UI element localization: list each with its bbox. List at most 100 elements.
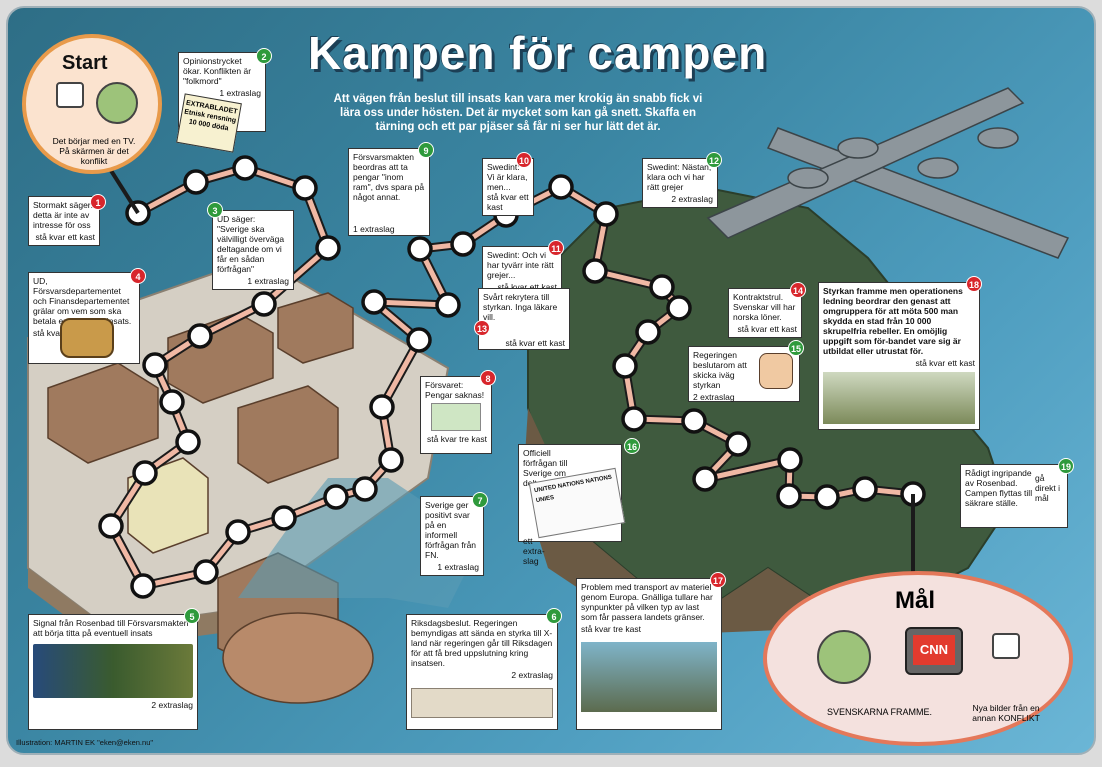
step-text: Swedint: Och vi har tyvärr inte rätt gre… <box>487 250 554 280</box>
step-sub: 2 extraslag <box>151 700 193 710</box>
step-badge-7: 7 <box>472 492 488 508</box>
step-card-6: Riksdagsbeslut. Regeringen bemyndigas at… <box>406 614 558 730</box>
step-sub: ett extra-slag <box>523 536 545 566</box>
route-node <box>548 174 574 200</box>
step-badge-15: 15 <box>788 340 804 356</box>
route-node <box>132 460 158 486</box>
route-node <box>649 274 675 300</box>
route-node <box>175 429 201 455</box>
step-card-18: Styrkan framme men operationens ledning … <box>818 282 980 430</box>
route-node <box>776 483 802 509</box>
route-node <box>225 519 251 545</box>
route-node <box>361 289 387 315</box>
route-node <box>183 169 209 195</box>
route-node <box>852 476 878 502</box>
step-text: Rådigt ingripande av Rosenbad. Campen fl… <box>965 468 1033 508</box>
goal-caption-right: Nya bilder från en annan KONFLIKT <box>972 703 1040 723</box>
step-text: Kontraktstrul. Svenskar vill har norska … <box>733 292 796 322</box>
step-badge-3: 3 <box>207 202 223 218</box>
illustration-credit: Illustration: MARTIN EK "eken@eken.nu" <box>16 738 154 747</box>
step-sub: 1 extraslag <box>437 562 479 572</box>
route-node <box>450 231 476 257</box>
step-badge-17: 17 <box>710 572 726 588</box>
route-node <box>193 559 219 585</box>
small-tv-icon <box>992 633 1020 659</box>
route-nodes <box>98 155 926 599</box>
viewer-icon <box>817 630 871 684</box>
viewer-icon <box>96 82 138 124</box>
route-node <box>98 513 124 539</box>
step-badge-6: 6 <box>546 608 562 624</box>
step-sub: 2 extraslag <box>693 392 735 402</box>
step-sub: 1 extraslag <box>353 224 395 234</box>
route-node <box>593 201 619 227</box>
route-node <box>352 476 378 502</box>
route-node <box>612 353 638 379</box>
route-node <box>251 291 277 317</box>
route-node <box>369 394 395 420</box>
thumbs-up-icon <box>759 353 793 389</box>
wallet-image <box>60 318 114 358</box>
step-sub: 1 extraslag <box>247 276 289 286</box>
step-badge-13: 13 <box>474 320 490 336</box>
step-badge-8: 8 <box>480 370 496 386</box>
step-sub: gå direkt i mål <box>1035 473 1061 503</box>
step-card-3: UD säger: "Sverige ska välvilligt övervä… <box>212 210 294 290</box>
route-node <box>635 319 661 345</box>
step-badge-11: 11 <box>548 240 564 256</box>
step-card-13: Svårt rekrytera till styrkan. Inga läkar… <box>478 288 570 350</box>
route-node <box>681 408 707 434</box>
route-node <box>777 447 803 473</box>
step-card-9: Försvarsmakten beordras att ta pengar "i… <box>348 148 430 236</box>
step-card-12: Swedint: Nästan, klara och vi har rätt g… <box>642 158 718 208</box>
step-sub: stå kvar tre kast <box>581 624 641 634</box>
water <box>238 478 468 608</box>
route-node <box>814 484 840 510</box>
step-sub: 1 extraslag <box>219 88 261 98</box>
route-node <box>692 466 718 492</box>
route-node <box>187 323 213 349</box>
route-node <box>582 258 608 284</box>
cnn-tv-icon: CNN <box>905 627 963 675</box>
riksdag-building <box>222 612 374 704</box>
step-sub: stå kvar ett kast <box>487 192 529 212</box>
step-card-17: Problem med transport av materiel genom … <box>576 578 722 730</box>
route-node <box>292 175 318 201</box>
route-node <box>406 327 432 353</box>
step-badge-4: 4 <box>130 268 146 284</box>
step-badge-16: 16 <box>624 438 640 454</box>
route-node <box>271 505 297 531</box>
start-circle: Start Det börjar med en TV. På skärmen ä… <box>22 34 162 174</box>
step-text: Opinionstrycket ökar. Konflikten är "fol… <box>183 56 252 86</box>
start-label: Start <box>62 52 108 74</box>
military-camp-image <box>823 372 975 424</box>
step-badge-5: 5 <box>184 608 200 624</box>
goal-circle: Mål CNN SVENSKARNA FRAMME. Nya bilder fr… <box>763 571 1073 746</box>
step-text: Problem med transport av materiel genom … <box>581 582 713 622</box>
step-sub: 2 extraslag <box>671 194 713 204</box>
route-node <box>621 406 647 432</box>
step-text: Riksdagsbeslut. Regeringen bemyndigas at… <box>411 618 553 668</box>
step-text: Svårt rekrytera till styrkan. Inga läkar… <box>483 292 558 322</box>
step-text: UD säger: "Sverige ska välvilligt övervä… <box>217 214 285 274</box>
step-card-11: Swedint: Och vi har tyvärr inte rätt gre… <box>482 246 562 296</box>
route-node <box>407 236 433 262</box>
step-card-7: Sverige ger positivt svar på en informel… <box>420 496 484 576</box>
step-card-1: Stormakt säger: detta är inte av intress… <box>28 196 100 246</box>
route-node <box>435 292 461 318</box>
step-card-5: Signal från Rosenbad till Försvarsmakten… <box>28 614 198 730</box>
step-card-16: Officiell förfrågan till Sverige om delt… <box>518 444 626 566</box>
step-badge-19: 19 <box>1058 458 1074 474</box>
step-sub: stå kvar tre kast <box>427 434 487 444</box>
stethoscope-image <box>483 322 565 336</box>
step-badge-9: 9 <box>418 142 434 158</box>
step-card-14: Kontraktstrul. Svenskar vill har norska … <box>728 288 802 338</box>
route-node <box>130 573 156 599</box>
step-text: Swedint: Nästan, klara och vi har rätt g… <box>647 162 712 192</box>
step-text: Regeringen beslutarom att skicka iväg st… <box>693 350 747 390</box>
step-badge-2: 2 <box>256 48 272 64</box>
step-sub: stå kvar ett kast <box>505 338 565 348</box>
goal-label: Mål <box>895 587 936 614</box>
goal-caption-left: SVENSKARNA FRAMME. <box>827 707 933 717</box>
step-sub: stå kvar ett kast <box>915 358 975 368</box>
